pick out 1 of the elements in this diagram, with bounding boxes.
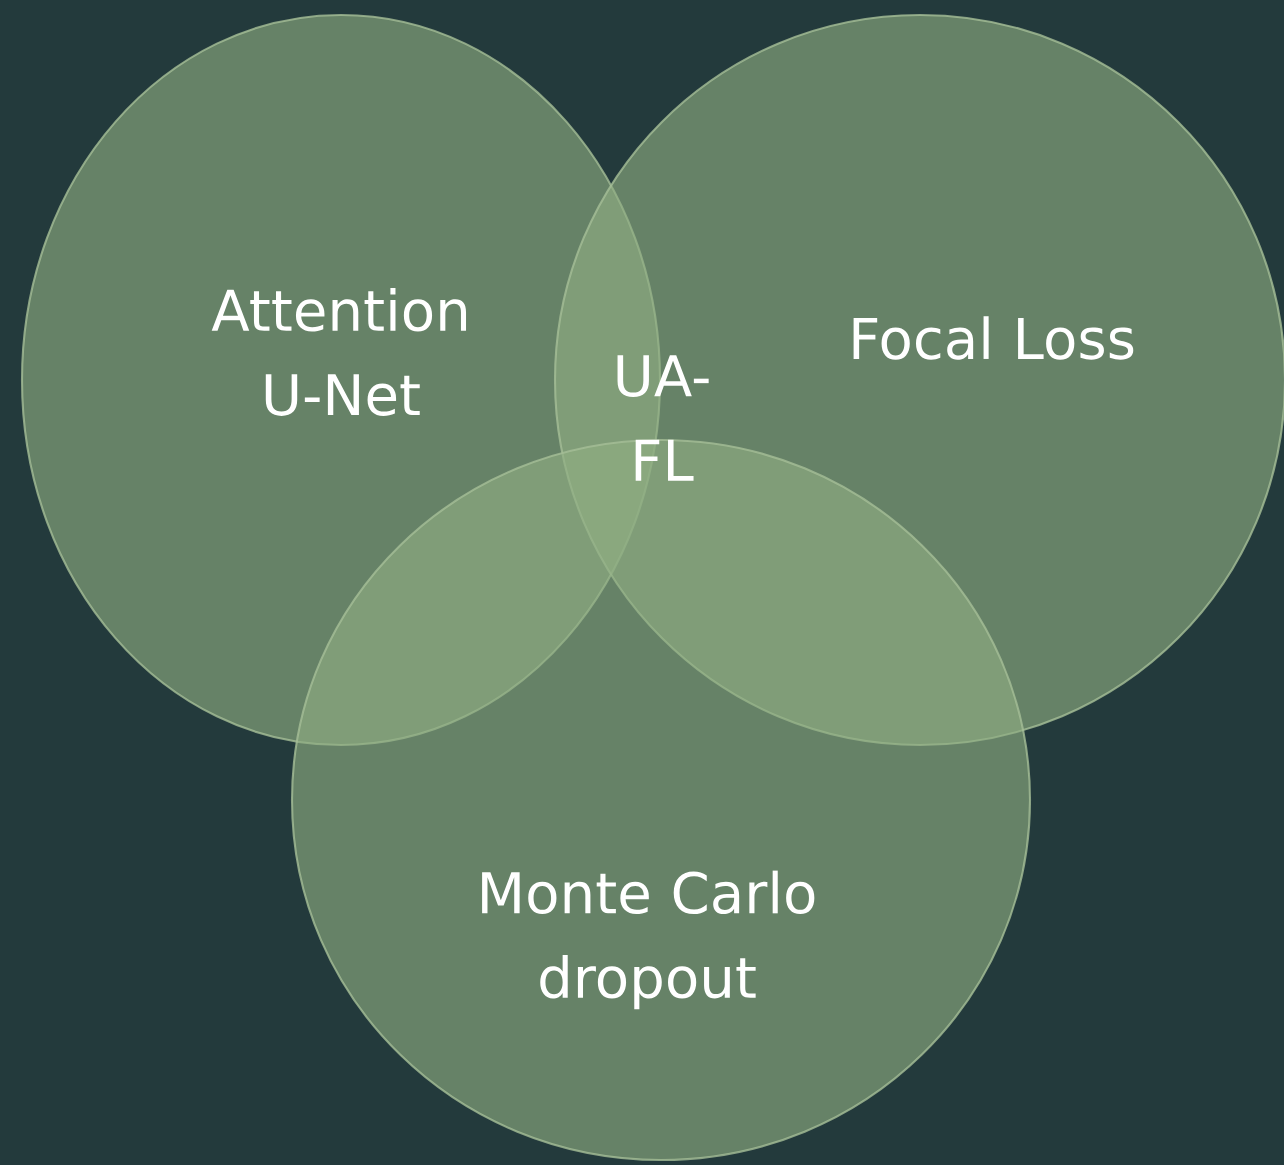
overlap-label: UA-FL (617, 355, 709, 481)
